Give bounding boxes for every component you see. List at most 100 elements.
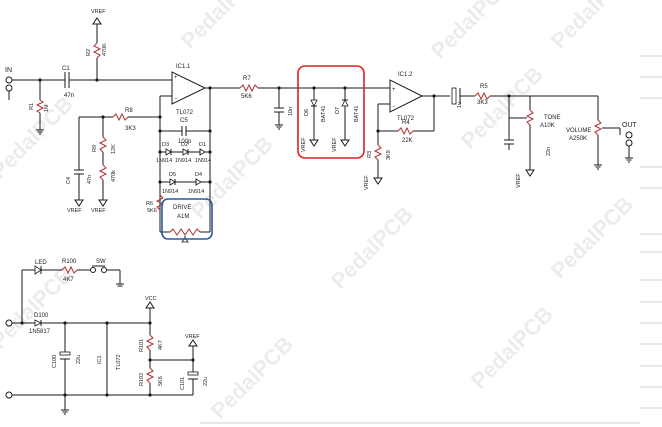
- ic1-name: IC1: [97, 355, 103, 364]
- d1-name: D1: [199, 142, 206, 148]
- d1-value: 1N914: [195, 158, 211, 164]
- d7-vref: VREF: [332, 137, 338, 152]
- in-label: IN: [5, 67, 12, 74]
- r101-name: R101: [139, 339, 145, 352]
- r5-resistor: R5 3K3: [474, 84, 491, 106]
- c5-value: 100p: [178, 139, 192, 145]
- diode-row-lower: D5 D4 1N914 1N914: [160, 172, 210, 195]
- c101-capacitor: VREF C101 22u: [180, 334, 209, 395]
- c100-value: 22u: [76, 355, 82, 364]
- r7-name: R7: [243, 76, 251, 82]
- c-10n-capacitor: 10n: [274, 88, 294, 130]
- output-jack: OUT: [619, 122, 638, 163]
- c1-name: C1: [62, 66, 70, 72]
- tone-vref: VREF: [516, 173, 522, 188]
- r102-resistor: R102 5K6: [139, 360, 164, 395]
- ic1-power: IC1 TL072: [97, 323, 122, 395]
- svg-text:−: −: [174, 96, 178, 102]
- r4-resistor: R4 22K: [378, 120, 434, 144]
- d100-value: 1N5817: [29, 329, 51, 335]
- ic1-type: TL072: [116, 354, 122, 370]
- watermark-text: PedalPCB: [0, 92, 78, 184]
- r6-value: 5K6: [147, 208, 157, 214]
- c5-capacitor: C5 100p: [160, 118, 210, 145]
- watermark-text: PedalPCB: [0, 262, 78, 354]
- diode-row-upper: D3 D2 D1 1N914 1N914 1N914: [156, 142, 211, 164]
- ic1-1-name: IC1.1: [176, 64, 191, 70]
- d4-name: D4: [195, 172, 202, 178]
- watermark-text: PedalPCB: [546, 192, 638, 284]
- tone-label: TONE: [544, 115, 561, 121]
- watermark-text: PedalPCB: [326, 202, 418, 294]
- d3-value: 1N914: [156, 158, 172, 164]
- tone-pot: TONE A10K VREF: [516, 96, 561, 188]
- volume-value: A250K: [569, 136, 587, 142]
- r7-resistor: R7 5K6: [239, 76, 259, 100]
- c1-capacitor: C1 47n: [62, 66, 74, 99]
- r100-resistor: R100 4K7: [61, 259, 90, 283]
- volume-label: VOLUME: [566, 128, 591, 134]
- input-jack: IN: [5, 67, 13, 100]
- r3-resistor: VREF R3 3K9: [364, 131, 392, 190]
- watermark-text: PedalPCB: [546, 0, 638, 54]
- vcc-symbol: VCC: [145, 296, 157, 323]
- svg-text:+: +: [392, 87, 396, 93]
- clipping-highlight-box: [297, 65, 365, 159]
- footswitch: SW: [90, 259, 124, 287]
- svg-text:+: +: [174, 75, 178, 81]
- r6-name: R6: [146, 201, 153, 207]
- r9-resistor: VREF R9 12K 470k: [91, 117, 117, 214]
- r1-name: R1: [29, 103, 35, 110]
- c2-value: 1u: [457, 102, 463, 108]
- ic1-1-opamp: + − IC1.1 TL072: [171, 64, 207, 116]
- r6-resistor: R6 5K6: [146, 194, 165, 214]
- r9-vref: VREF: [91, 208, 106, 214]
- c2-capacitor: 1u: [451, 87, 463, 108]
- r101-value: 4K7: [158, 340, 164, 350]
- c101-vref: VREF: [185, 334, 200, 340]
- drive-pot: DRIVE A1M: [169, 205, 201, 243]
- r5-value: 3K3: [477, 100, 488, 106]
- r102-value: 5K6: [158, 376, 164, 386]
- led-name: LED: [35, 260, 47, 266]
- d5-name: D5: [169, 172, 176, 178]
- r10-value: 470k: [111, 170, 117, 182]
- r7-value: 5K6: [241, 94, 252, 100]
- c100-capacitor: C100 22u: [52, 323, 82, 395]
- edge-rails: [200, 55, 662, 424]
- c4-value: 47n: [87, 175, 93, 184]
- c4-vref: VREF: [67, 208, 82, 214]
- sw-name: SW: [96, 259, 106, 265]
- r4-value: 22K: [402, 138, 413, 144]
- r2-value: 470K: [102, 43, 108, 56]
- svg-text:−: −: [392, 104, 396, 110]
- out-label: OUT: [622, 122, 638, 129]
- r2-resistor: VREF R2 470K: [86, 9, 108, 80]
- r5-name: R5: [480, 84, 488, 90]
- ic1-2-name: IC1.2: [398, 72, 413, 78]
- r8-name: R8: [125, 108, 133, 114]
- c3-value: 22n: [546, 147, 552, 156]
- drive-value: A1M: [177, 214, 189, 220]
- r8-resistor: R8 3K3: [79, 108, 160, 132]
- c4-name: C4: [66, 177, 72, 184]
- ic1-2-type: TL072: [397, 116, 415, 122]
- watermark-text: PedalPCB: [426, 0, 518, 64]
- r100-name: R100: [62, 259, 77, 265]
- c3-capacitor: 22n: [504, 96, 552, 156]
- r3-vref: VREF: [364, 175, 370, 190]
- d100-name: D100: [34, 313, 49, 319]
- c-10n-value: 10n: [288, 107, 294, 116]
- r9-value: 12K: [111, 144, 117, 154]
- d3-name: D3: [162, 142, 169, 148]
- d2-value: 1N914: [175, 158, 191, 164]
- ic1-1-type: TL072: [176, 110, 194, 116]
- watermark-text: PedalPCB: [206, 332, 298, 424]
- c101-value: 22u: [203, 377, 209, 386]
- r101-resistor: R101 4K7: [139, 323, 164, 360]
- r102-name: R102: [139, 373, 145, 386]
- watermark-text: PedalPCB: [176, 0, 268, 54]
- r8-value: 3K3: [125, 126, 136, 132]
